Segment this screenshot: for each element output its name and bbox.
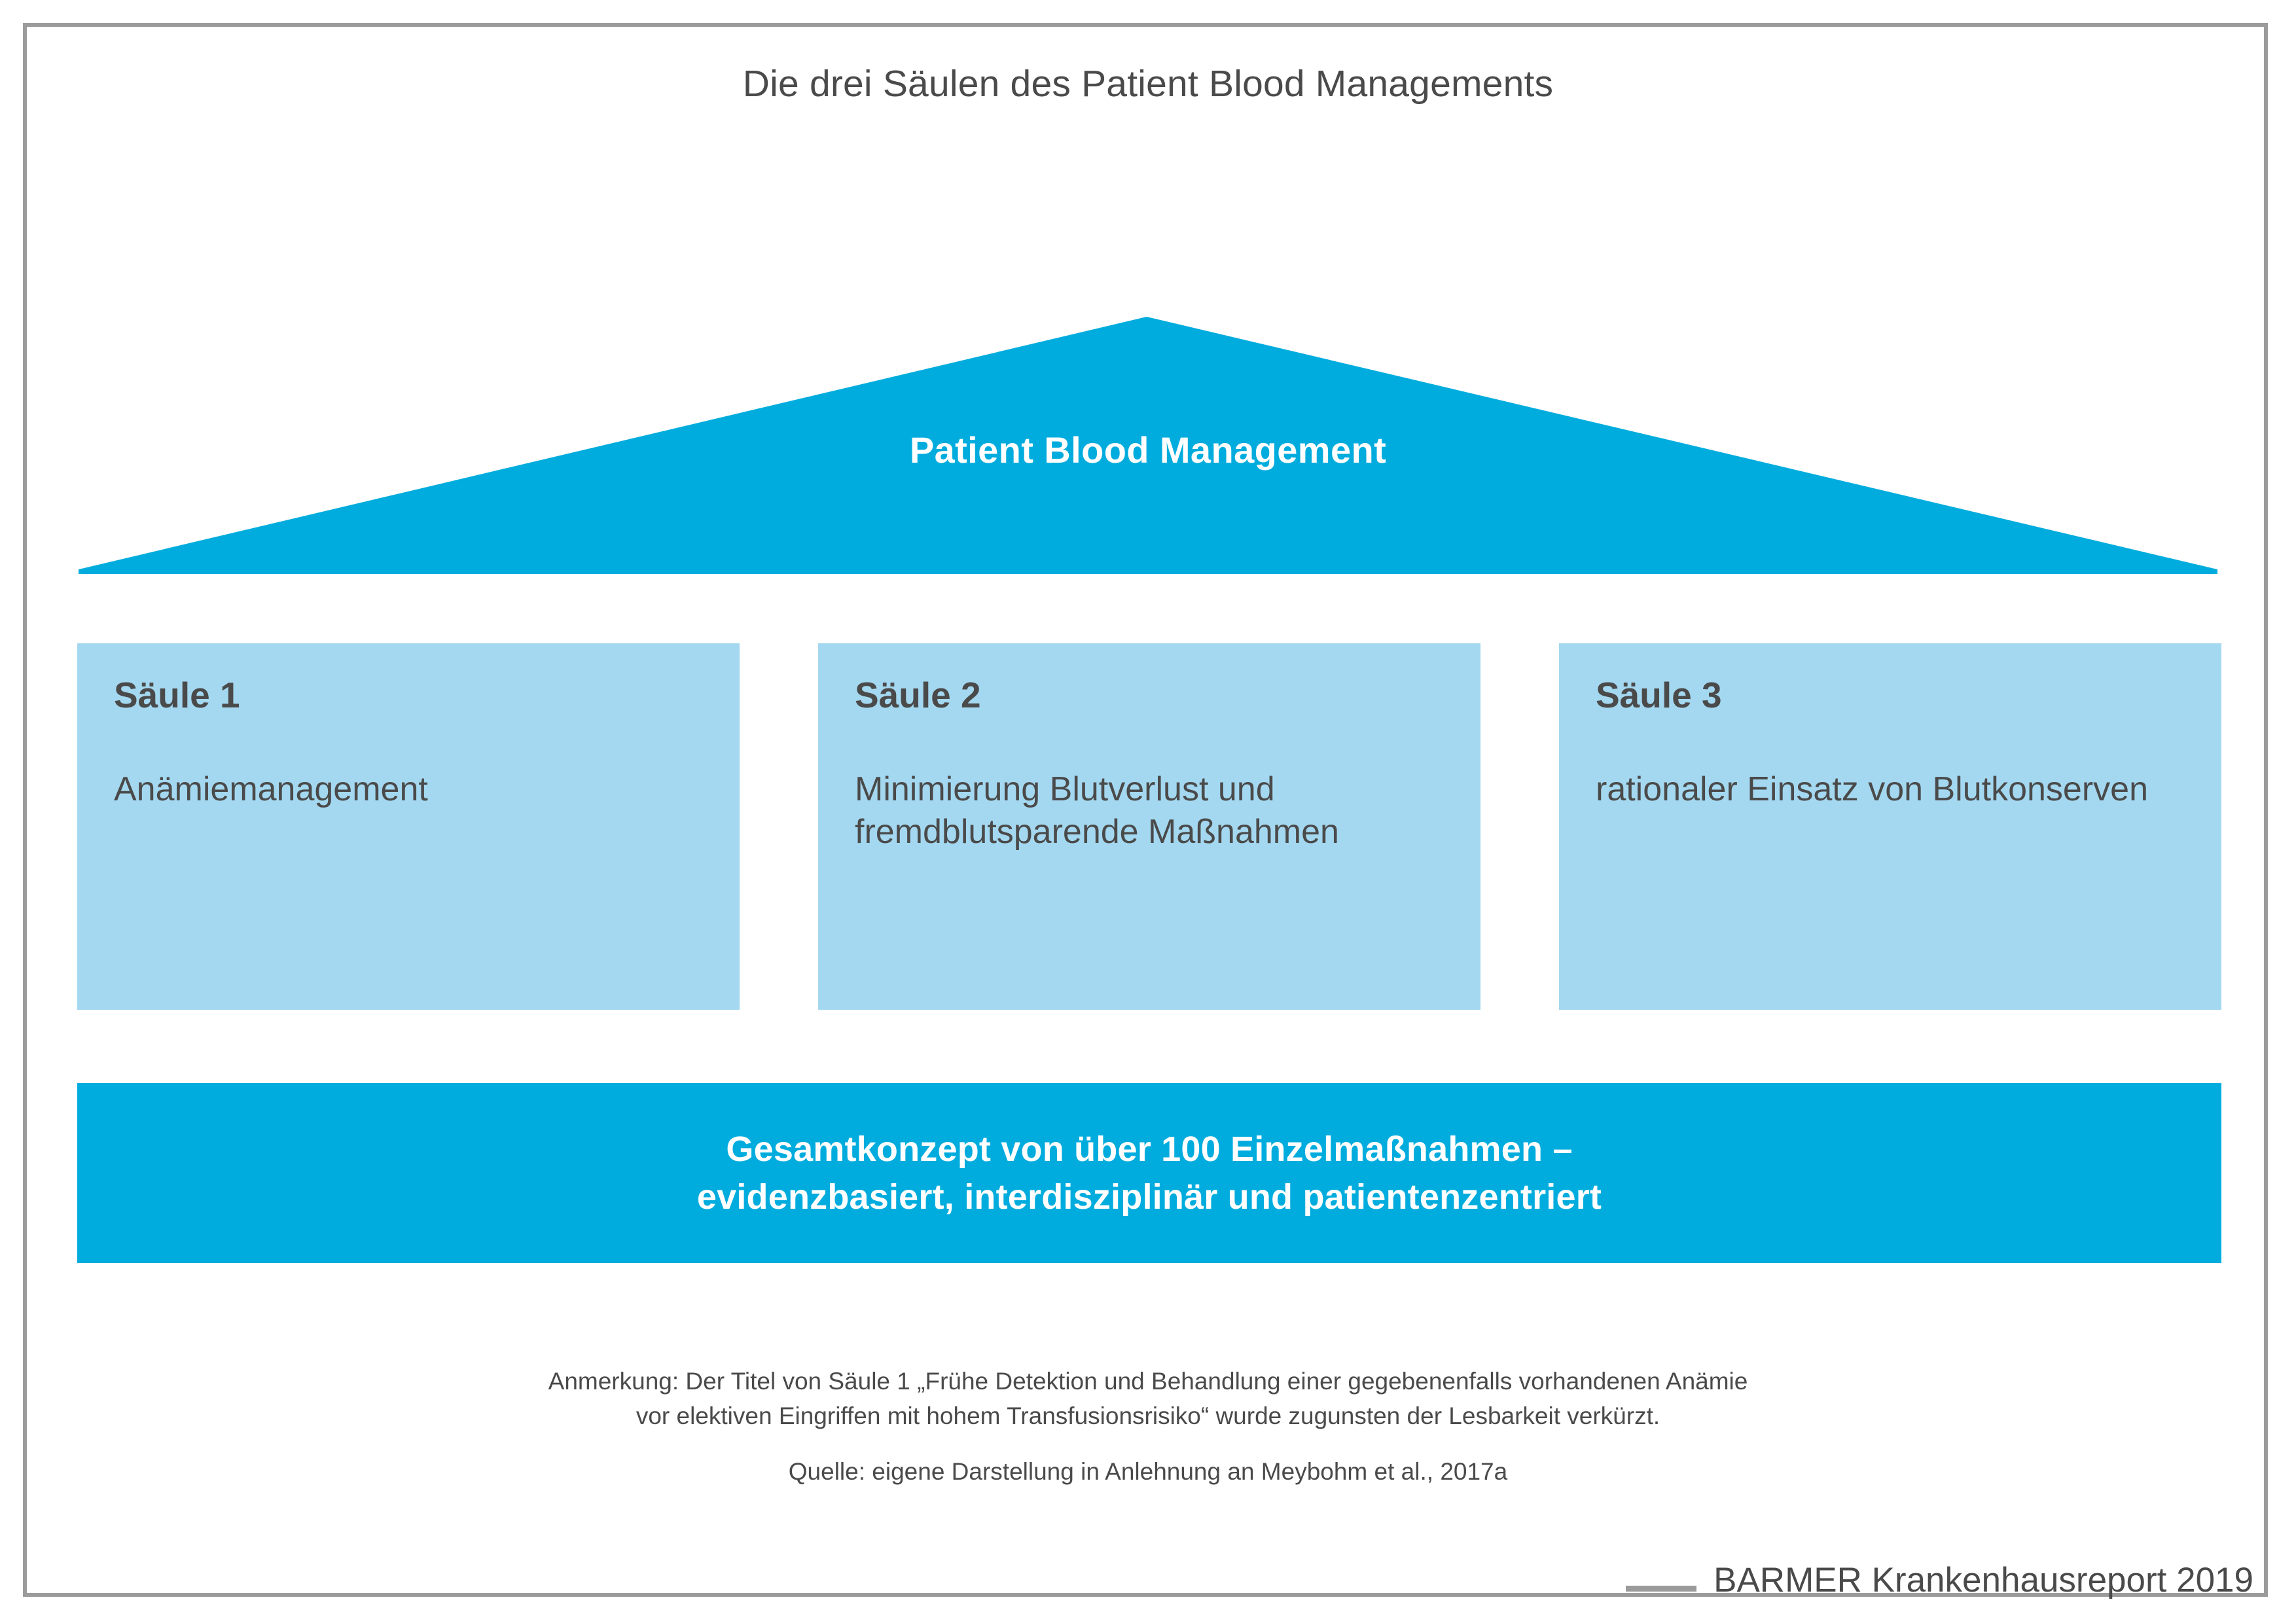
- foundation-text: Gesamtkonzept von über 100 Einzelmaßnahm…: [697, 1126, 1602, 1221]
- pillar-1[interactable]: Säule 1 Anämiemanagement: [77, 643, 740, 1010]
- pillar-1-heading: Säule 1: [114, 675, 240, 715]
- pillar-2-body: Minimierung Blutverlust und fremdblutspa…: [855, 770, 1339, 851]
- figure-title: Die drei Säulen des Patient Blood Manage…: [742, 63, 1554, 105]
- report-name: BARMER Krankenhausreport 2019: [1713, 1561, 2253, 1599]
- report-footer: BARMER Krankenhausreport 2019: [1626, 1560, 2253, 1600]
- foundation-line-1: Gesamtkonzept von über 100 Einzelmaßnahm…: [726, 1129, 1573, 1169]
- pillar-2-heading: Säule 2: [855, 675, 981, 715]
- pillar-3[interactable]: Säule 3 rationaler Einsatz von Blutkonse…: [1559, 643, 2221, 1010]
- foundation-bar[interactable]: Gesamtkonzept von über 100 Einzelmaßnahm…: [77, 1083, 2221, 1263]
- pillar-1-body: Anämiemanagement: [114, 770, 428, 808]
- footer-rule: [1626, 1586, 1697, 1592]
- note-line-2: vor elektiven Eingriffen mit hohem Trans…: [636, 1402, 1660, 1429]
- pillar-3-body: rationaler Einsatz von Blutkonserven: [1596, 770, 2149, 808]
- pillar-2[interactable]: Säule 2 Minimierung Blutverlust und frem…: [818, 643, 1480, 1010]
- roof-label: Patient Blood Management: [909, 429, 1387, 471]
- pillar-3-heading: Säule 3: [1596, 675, 1722, 715]
- foundation-line-2: evidenzbasiert, interdisziplinär und pat…: [696, 1177, 1602, 1217]
- note-line-1: Anmerkung: Der Titel von Säule 1 „Frühe …: [548, 1368, 1748, 1395]
- notes-block: Anmerkung: Der Titel von Säule 1 „Frühe …: [0, 1364, 2296, 1433]
- source-line: Quelle: eigene Darstellung in Anlehnung …: [788, 1458, 1508, 1485]
